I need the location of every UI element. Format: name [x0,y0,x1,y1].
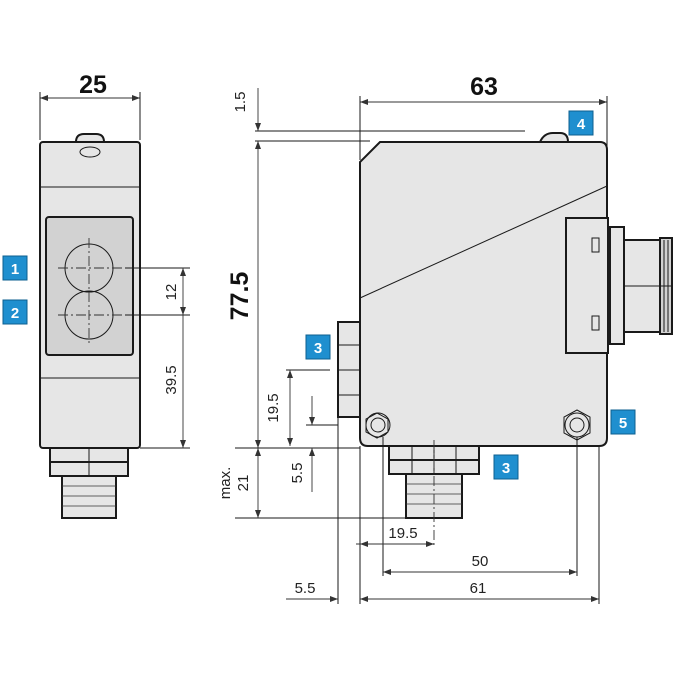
side-top-bump [538,132,570,143]
side-width-label: 63 [470,73,498,101]
callout-4: 4 [568,110,594,136]
lens-panel [45,216,134,356]
callout-3-connector: 3 [493,454,519,480]
svg-text:1: 1 [11,261,19,278]
front-view: 25 12 39.5 [2,71,190,519]
callout-3-gland: 3 [305,334,331,360]
nut-width-label: 19.5 [388,525,417,542]
connector-offset-label: 5.5 [289,463,306,484]
left-offset-label: 5.5 [295,580,316,597]
svg-text:3: 3 [502,460,510,477]
lens-to-bottom-label: 39.5 [163,365,180,394]
rear-connector-frame [565,217,609,354]
top-offset-label: 1.5 [232,92,249,113]
callout-2: 2 [2,299,28,325]
front-top-bump [74,133,106,143]
lens-spacing-label: 12 [163,284,180,301]
max-label-line1: max. [217,467,234,500]
svg-text:2: 2 [11,305,19,322]
side-housing [359,141,608,447]
front-connector [61,475,117,519]
callout-1: 1 [2,255,28,281]
callout-5: 5 [610,409,636,435]
front-width-label: 25 [79,71,107,99]
overall-label: 61 [470,580,487,597]
svg-text:5: 5 [619,415,627,432]
mounting-hole-left [365,412,391,439]
hole-spacing-label: 50 [472,553,489,570]
max-label-line2: 21 [235,475,252,492]
svg-text:4: 4 [577,116,586,133]
svg-text:3: 3 [314,340,322,357]
side-height-label: 77.5 [226,272,254,321]
side-view: 63 1.5 77.5 [217,73,673,604]
connector-height-label: 19.5 [265,393,282,422]
